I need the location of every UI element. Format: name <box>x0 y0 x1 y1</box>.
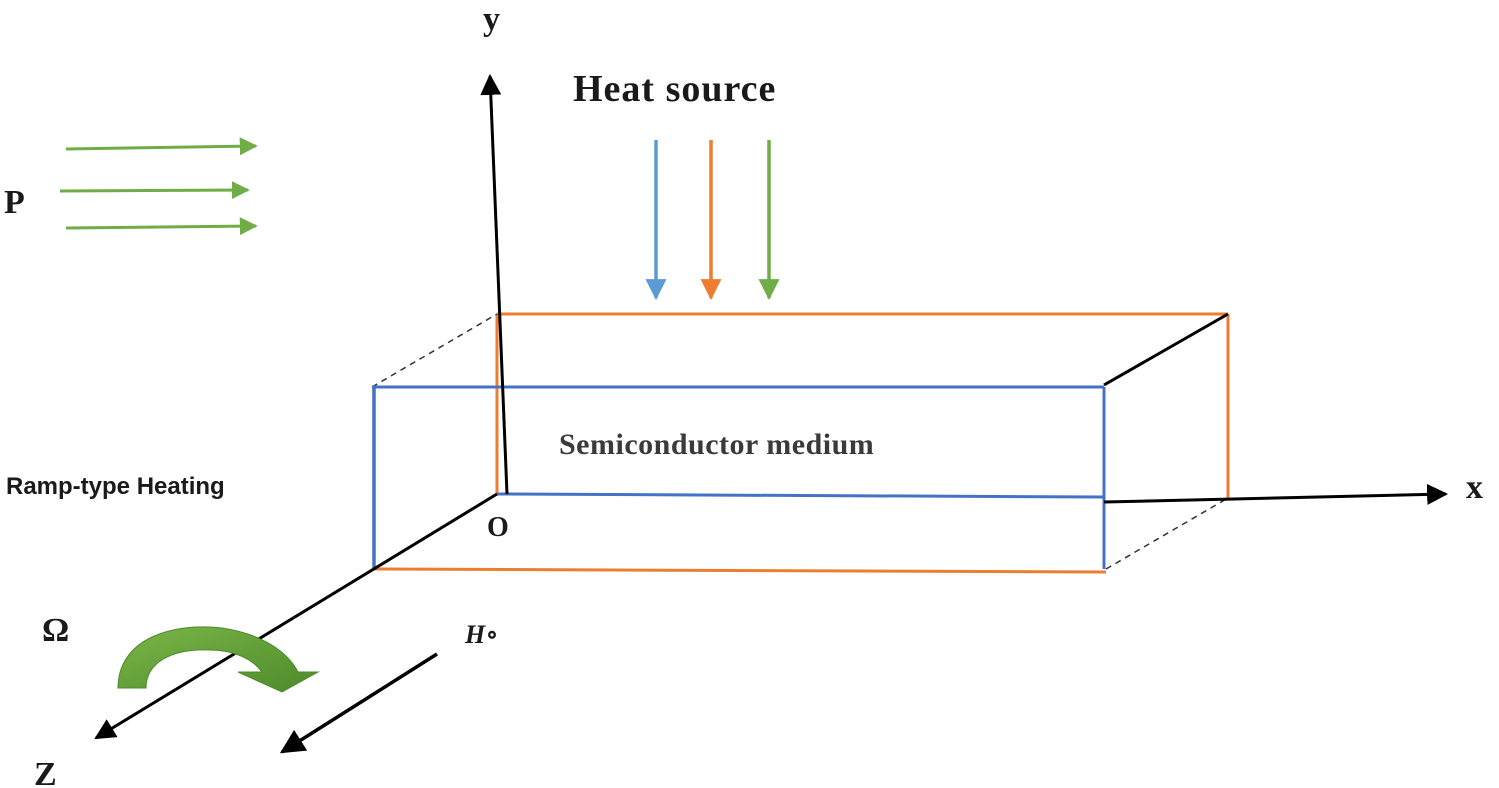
medium-label: Semiconductor medium <box>559 428 874 461</box>
pressure-arrows <box>59 137 258 236</box>
back-face <box>495 312 1230 498</box>
hidden-edges <box>371 313 1229 570</box>
ramp-heating-label: Ramp-type Heating <box>6 473 225 500</box>
z-axis-label: Z <box>34 756 57 788</box>
curved-arrow-icon <box>117 626 320 693</box>
rotation-label: Ω <box>42 612 69 649</box>
bottom-edge <box>373 567 1107 574</box>
heat-source-arrows <box>645 140 780 301</box>
x-axis-label: x <box>1466 469 1483 506</box>
axes <box>94 73 1449 740</box>
heat-source-label: Heat source <box>573 68 776 110</box>
front-face <box>372 385 1106 569</box>
magnetic-field-label: H∘ <box>464 620 499 649</box>
magnetic-field-arrow <box>279 652 438 754</box>
pressure-label: P <box>4 184 25 221</box>
origin-label: O <box>487 512 509 543</box>
y-axis-label: y <box>483 1 500 38</box>
z-axis <box>94 492 498 740</box>
x-axis <box>1103 483 1449 505</box>
top-right-edge <box>1103 312 1229 387</box>
y-axis <box>480 73 509 495</box>
